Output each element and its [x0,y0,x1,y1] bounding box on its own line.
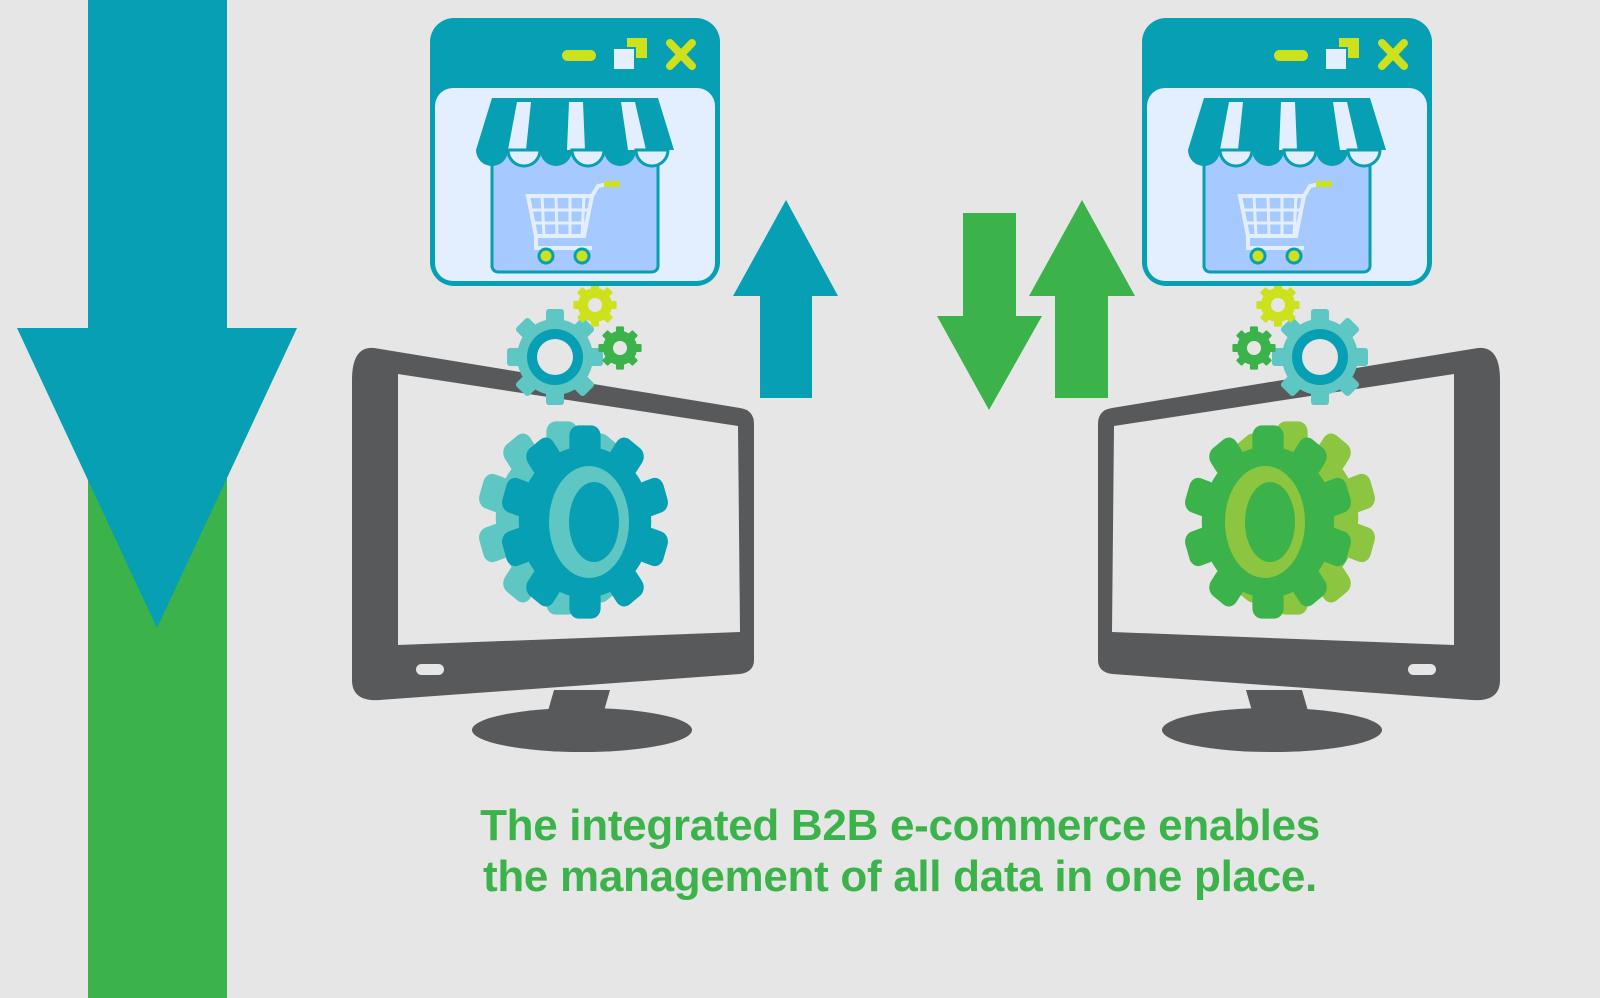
caption-line-2: the management of all data in one place. [483,852,1317,901]
right-small-gears-icon [1232,283,1368,405]
exchange-arrows-icon [937,200,1135,410]
caption: The integrated B2B e-commerce enables th… [450,800,1350,902]
right-store-window-icon [1142,18,1432,286]
big-down-arrow-icon [17,0,297,998]
caption-line-1: The integrated B2B e-commerce enables [480,801,1320,850]
left-small-gears-icon [507,283,642,405]
left-monitor-big-gear-icon [476,421,671,619]
up-arrow-icon [733,200,838,398]
right-monitor-big-gear-icon [1182,421,1378,619]
left-store-window-icon [430,18,720,286]
